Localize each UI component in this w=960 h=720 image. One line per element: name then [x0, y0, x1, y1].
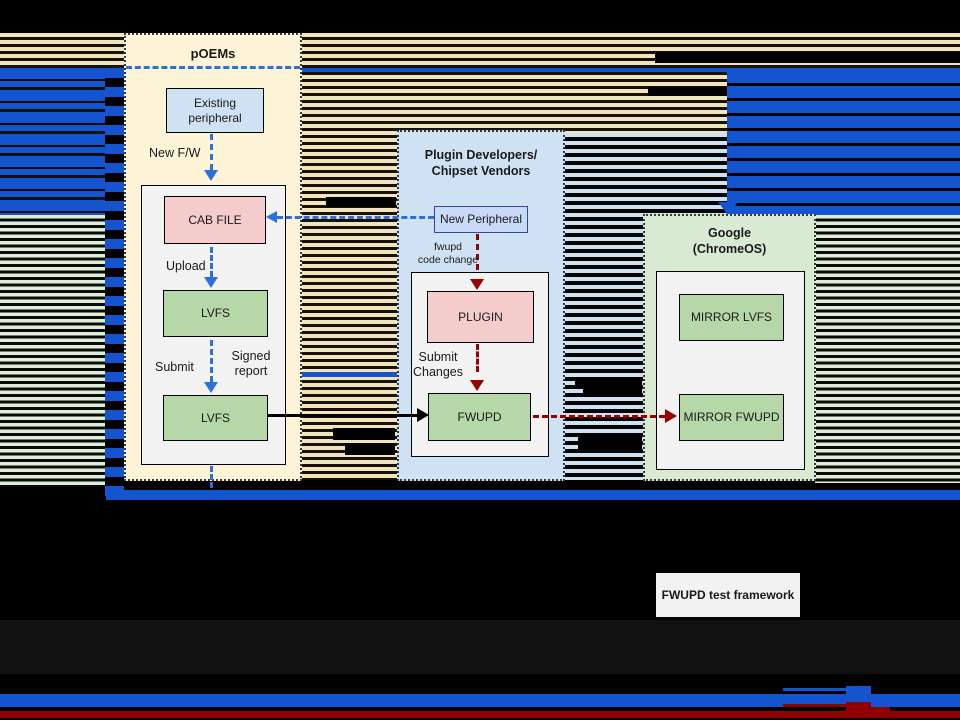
arrow-lvfs-to-fwupd — [268, 414, 418, 417]
arrowhead-lvfs-to-lvfs — [204, 382, 218, 393]
poems-panel-title: pOEMs — [190, 46, 236, 61]
cab-file-label: CAB FILE — [188, 212, 242, 227]
label-signed-report-line1: Signed — [231, 349, 271, 363]
label-new-fw: New F/W — [149, 146, 201, 160]
plugin-title-line2: Chipset Vendors — [431, 164, 531, 179]
lvfs-lower-label: LVFS — [200, 410, 231, 425]
glitch-blue-dash-column — [105, 68, 124, 497]
arrow-lvfs-to-lvfs — [210, 340, 213, 382]
arrowhead-cab-to-lvfs — [204, 277, 218, 288]
existing-peripheral-box: Existing peripheral — [166, 88, 264, 133]
glitch-black-bar — [578, 435, 642, 449]
label-submit: Submit — [155, 360, 194, 374]
arrowhead-newperipheral-to-plugin — [470, 279, 484, 290]
new-peripheral-label: New Peripheral — [439, 212, 523, 226]
new-peripheral-box: New Peripheral — [434, 206, 528, 233]
label-signed-report: Signed report — [227, 349, 275, 379]
arrowhead-fwupd-to-mirror — [665, 409, 677, 423]
google-panel-title: Google (ChromeOS) — [643, 225, 816, 258]
existing-peripheral-label-line2: peripheral — [188, 110, 242, 125]
label-fwupd-code-change-line2: code change — [417, 253, 479, 266]
mirror-lvfs-box: MIRROR LVFS — [679, 294, 784, 341]
fwupd-test-framework-box: FWUPD test framework — [656, 573, 800, 617]
plugin-label: PLUGIN — [458, 309, 503, 324]
arrow-newperipheral-to-plugin — [476, 234, 479, 270]
lvfs-upper-box: LVFS — [163, 290, 268, 337]
arrowhead-plugin-to-fwupd — [470, 380, 484, 391]
glitch-black-bar — [333, 428, 395, 440]
glitch-blue-thin-line — [783, 688, 846, 691]
glitch-blue-blob — [846, 686, 871, 707]
glitch-red-thin-line — [783, 704, 846, 707]
label-submit-changes: Submit Changes — [407, 350, 469, 380]
glitch-stripes-tan-above-plugin — [397, 68, 727, 133]
arrowhead-lvfs-to-fwupd — [417, 408, 429, 422]
label-fwupd-code-change: fwupd code change — [412, 241, 484, 266]
label-signed-report-line2: report — [234, 364, 268, 378]
glitch-blue-left — [0, 68, 105, 215]
plugin-title-line1: Plugin Developers/ — [424, 148, 538, 162]
arrow-existing-to-cab — [210, 134, 213, 170]
glitch-blue-band-lower — [0, 694, 960, 707]
glitch-stripes-tan-gap — [302, 68, 397, 480]
label-submit-changes-line2: Changes — [412, 365, 464, 379]
glitch-blue-stray-line — [302, 372, 397, 377]
arrow-newperipheral-to-cab — [277, 216, 434, 219]
glitch-blue-line — [0, 68, 960, 72]
plugin-panel-title: Plugin Developers/ Chipset Vendors — [397, 147, 565, 180]
glitch-black-bar — [648, 87, 727, 96]
glitch-stripes-green-right — [815, 215, 960, 483]
glitch-black-bar — [345, 443, 395, 455]
arrowhead-newperipheral-to-cab — [266, 211, 277, 223]
glitch-stripes-green-left — [0, 215, 105, 487]
cab-file-box: CAB FILE — [164, 196, 266, 244]
glitch-black-bar — [326, 197, 396, 207]
arrow-cab-to-lvfs — [210, 247, 213, 277]
glitch-black-bar — [575, 378, 642, 387]
mirror-fwupd-box: MIRROR FWUPD — [679, 394, 784, 441]
fwupd-label: FWUPD — [457, 409, 502, 424]
glitch-red-tail — [868, 707, 890, 711]
glitch-red-band — [0, 711, 960, 718]
arrow-plugin-to-fwupd — [476, 344, 479, 372]
dash-below-container — [210, 466, 213, 488]
label-upload: Upload — [166, 259, 206, 273]
google-title-line2: (ChromeOS) — [692, 242, 767, 257]
arrow-fwupd-to-mirror — [533, 415, 665, 418]
label-submit-changes-line1: Submit — [418, 350, 458, 364]
poems-dashed-separator — [126, 66, 300, 69]
glitch-blue-bands-right — [727, 68, 960, 215]
glitch-red-blob — [846, 702, 871, 713]
lvfs-upper-label: LVFS — [200, 306, 231, 320]
glitch-blue-triangle — [718, 202, 738, 215]
lvfs-lower-box: LVFS — [163, 395, 268, 441]
mirror-lvfs-label: MIRROR LVFS — [690, 310, 773, 324]
label-fwupd-code-change-line1: fwupd — [433, 241, 463, 253]
fwupd-test-framework-label: FWUPD test framework — [661, 587, 795, 602]
google-title-line1: Google — [707, 226, 752, 240]
plugin-box: PLUGIN — [427, 291, 534, 343]
existing-peripheral-label-line1: Existing — [193, 95, 237, 110]
glitch-black-bar — [655, 52, 960, 63]
glitch-gray-band — [0, 620, 960, 674]
fwupd-box: FWUPD — [428, 393, 531, 441]
arrowhead-existing-to-cab — [204, 170, 218, 181]
glitch-blue-band-upper — [106, 490, 960, 500]
mirror-fwupd-label: MIRROR FWUPD — [683, 410, 780, 424]
glitch-black-bar — [583, 387, 642, 397]
